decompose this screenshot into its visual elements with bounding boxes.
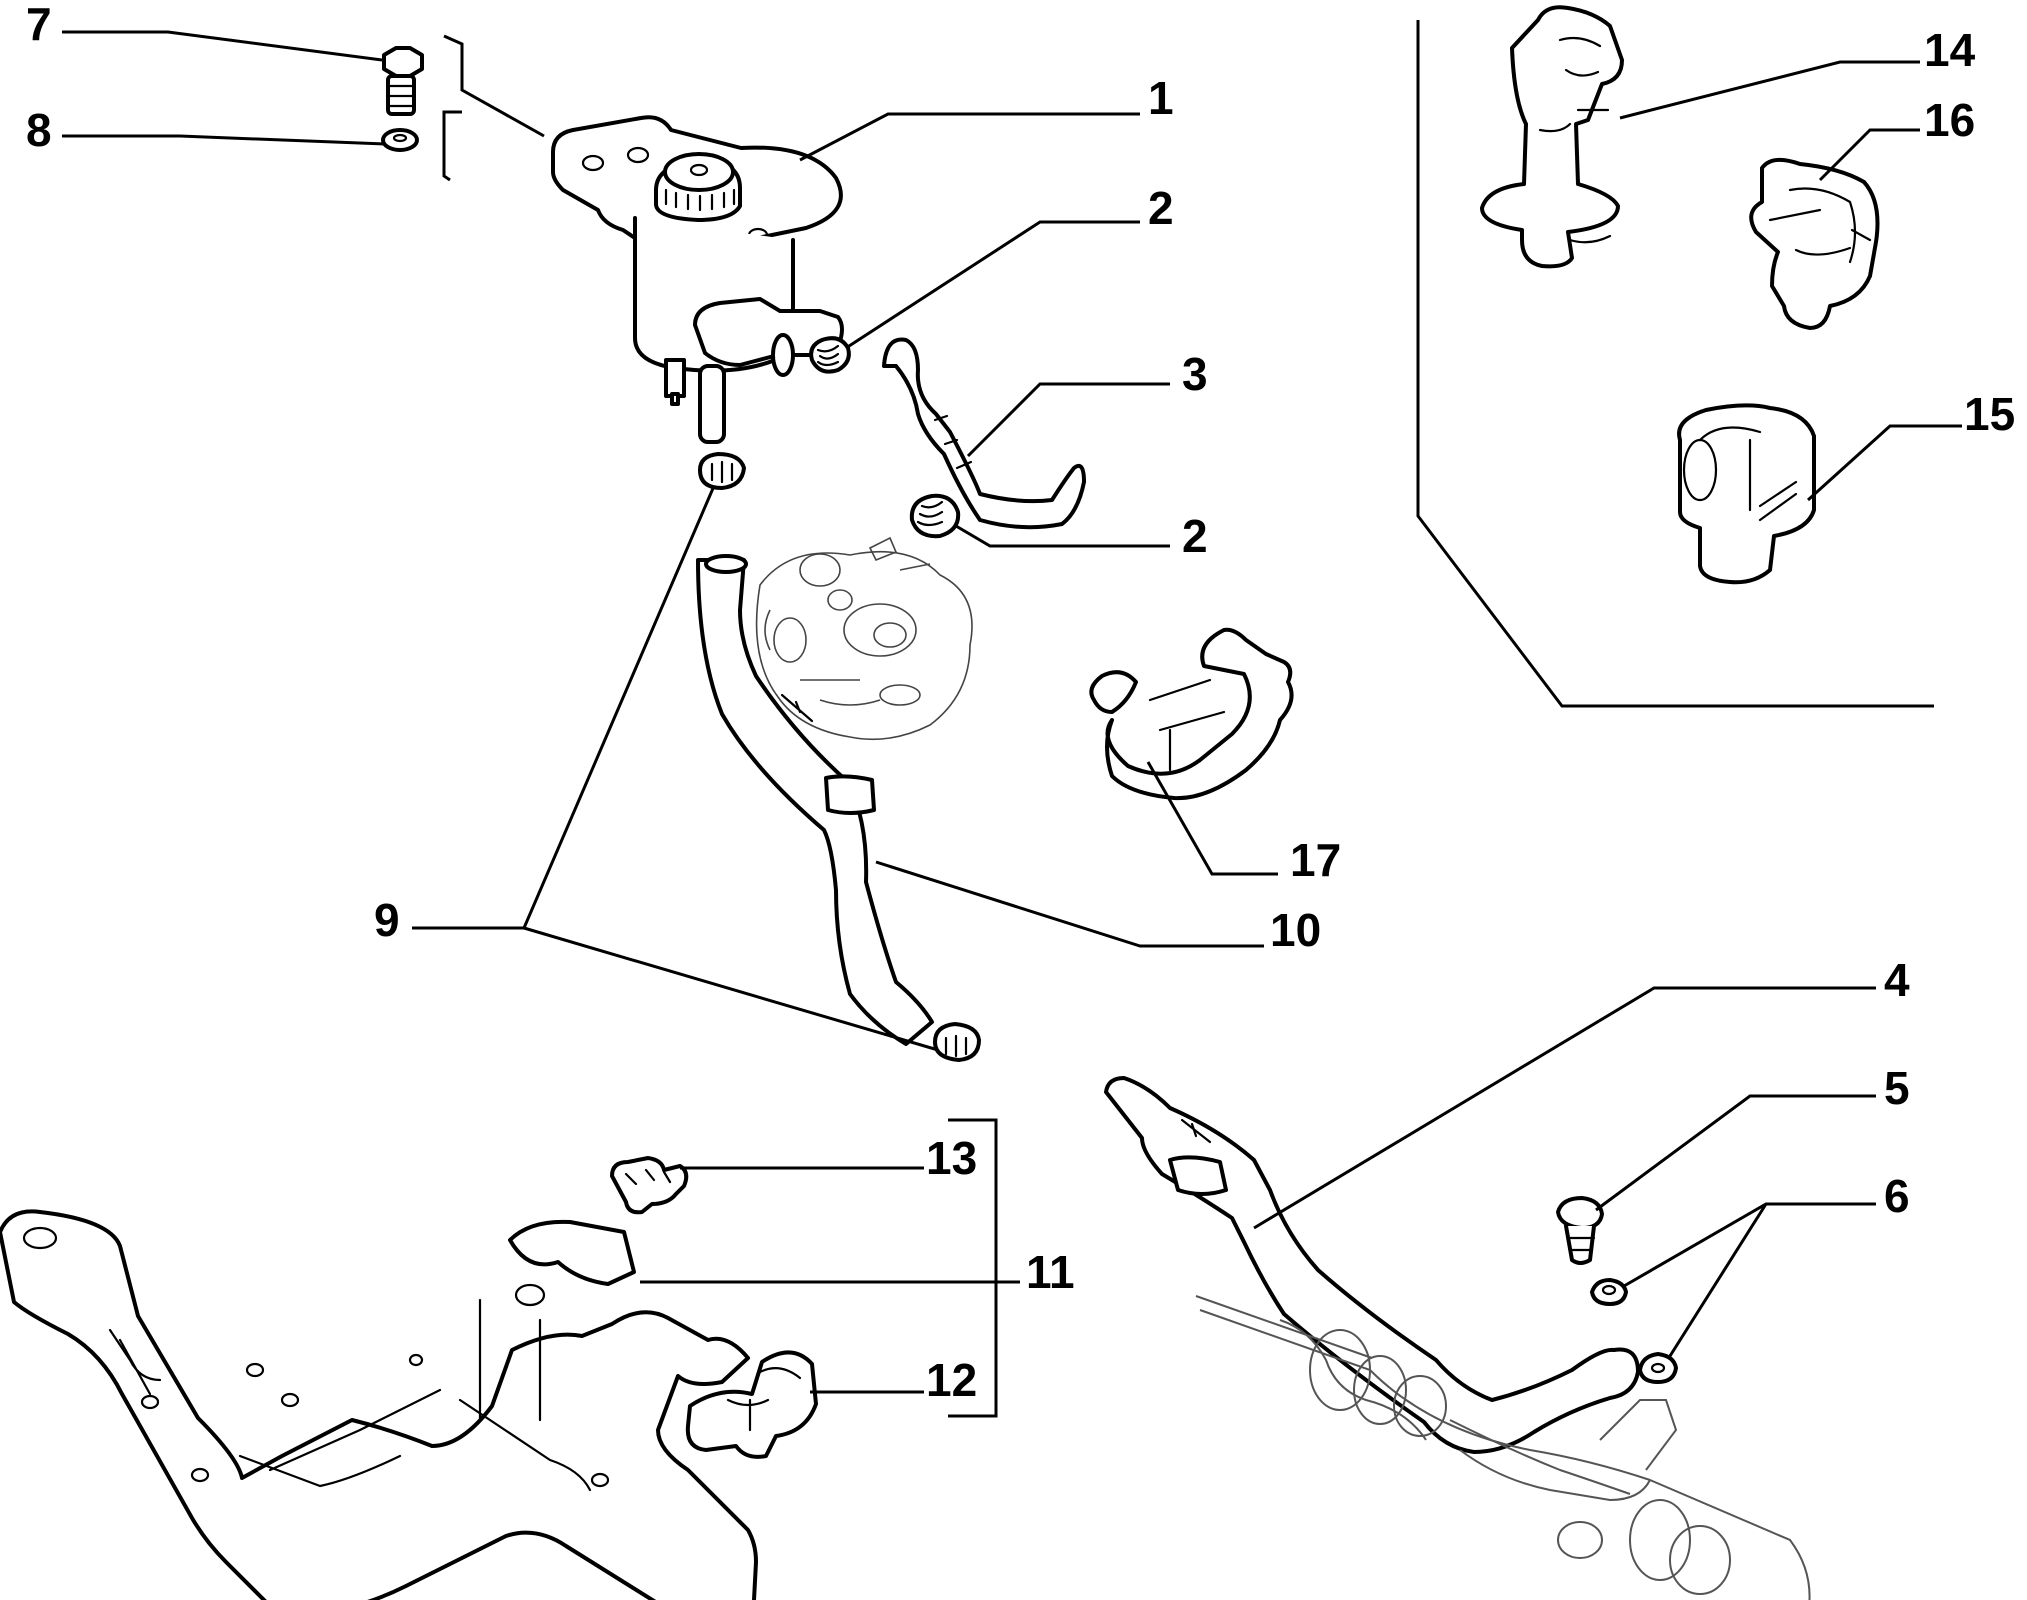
- callout-11: 11: [1026, 1246, 1075, 1298]
- reservoir-1: [551, 115, 844, 444]
- callout-14: 14: [1924, 24, 1976, 76]
- callout-3: 3: [1182, 348, 1208, 400]
- washer-8: [381, 128, 419, 152]
- hose-10: [696, 554, 981, 1062]
- callout-17: 17: [1290, 834, 1341, 886]
- callout-4: 4: [1884, 954, 1910, 1006]
- callout-16: 16: [1924, 94, 1975, 146]
- clip-16: [1749, 157, 1880, 330]
- bolt-7: [382, 46, 424, 116]
- callout-5: 5: [1884, 1062, 1910, 1114]
- callout-10: 10: [1270, 904, 1321, 956]
- callout-12: 12: [926, 1354, 977, 1406]
- hose-3: [882, 337, 1086, 530]
- leader-lines: [62, 20, 1962, 1418]
- callout-6: 6: [1884, 1170, 1910, 1222]
- callout-8: 8: [26, 104, 52, 156]
- pump-background: [755, 536, 973, 741]
- callout-13: 13: [926, 1132, 977, 1184]
- steering-rack-background: [1195, 1295, 1811, 1600]
- callout-1: 1: [1148, 72, 1174, 124]
- callout-7: 7: [26, 0, 52, 50]
- hose-clamp-9-top: [698, 452, 746, 490]
- callout-labels: 7 8 1 2 3 2 14 16 15 17 9 10 4 5 6 13 11…: [26, 0, 2015, 1406]
- hose-4: [1104, 1076, 1640, 1454]
- clip-13: [610, 1156, 689, 1215]
- clip-12: [685, 1350, 818, 1459]
- bolt-5: [1556, 1196, 1604, 1265]
- clip-17: [1089, 627, 1294, 801]
- clip-15: [1677, 403, 1816, 585]
- washer-6-upper: [1590, 1278, 1628, 1306]
- clip-14: [1480, 5, 1624, 269]
- callout-2-lower: 2: [1182, 510, 1208, 562]
- hose-clamp-2-lower: [909, 493, 961, 539]
- callout-9: 9: [374, 894, 400, 946]
- washer-6-lower: [1638, 1352, 1678, 1384]
- bracket-11: [0, 1209, 758, 1600]
- callout-15: 15: [1964, 388, 2015, 440]
- callout-2-upper: 2: [1148, 182, 1174, 234]
- hose-clamp-2-upper: [809, 336, 851, 374]
